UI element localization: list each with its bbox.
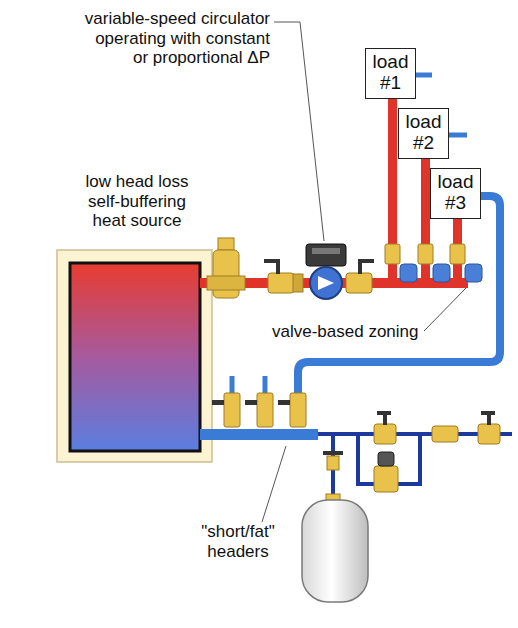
makeup-valve (323, 451, 343, 455)
return-header (200, 429, 318, 440)
makeup-valve (323, 411, 500, 492)
air-separator (218, 238, 234, 250)
return-valve (290, 393, 306, 427)
circulator (293, 244, 346, 299)
makeup-valve (478, 424, 500, 444)
header-stub (263, 376, 268, 395)
circulator (318, 276, 334, 290)
load-label: load #1 (372, 52, 409, 93)
makeup-valve (383, 415, 387, 425)
load-box: load #1 (365, 48, 416, 99)
isolation-valve (276, 262, 280, 274)
zone-valve (385, 244, 400, 264)
return-valve (212, 393, 306, 427)
return-valve (212, 400, 224, 405)
makeup-valve (374, 424, 396, 444)
heat-source (70, 263, 200, 451)
isolation-valve (346, 273, 372, 293)
load-box: load #2 (398, 108, 449, 159)
makeup-valve (432, 426, 458, 442)
return-valve (224, 393, 240, 427)
heat-source (57, 250, 212, 462)
return-valve (278, 400, 290, 405)
heat-source-label: low head loss self-buffering heat source (77, 172, 197, 231)
load-label: load #2 (405, 112, 442, 153)
circulator (293, 274, 303, 292)
return-pipe (298, 196, 500, 400)
return-valve (245, 400, 257, 405)
makeup-valve (374, 466, 398, 492)
circulator-callout: variable-speed circulator operating with… (78, 9, 270, 68)
zone-valve (385, 244, 482, 282)
makeup-valve (481, 411, 495, 415)
header-callout: "short/fat" headers (196, 522, 280, 561)
zone-valve (465, 264, 482, 282)
header-stub (232, 376, 265, 395)
zone-valve (433, 264, 450, 282)
leader-line (262, 446, 286, 522)
circulator (306, 244, 346, 266)
isolation-valve (358, 259, 374, 263)
load-box: load #3 (430, 168, 481, 219)
isolation-valve (264, 259, 280, 263)
makeup-valve (378, 452, 394, 466)
expansion-tank (302, 494, 368, 602)
zone-valve (450, 244, 465, 264)
air-separator (207, 238, 245, 298)
makeup-valve (487, 415, 491, 425)
load-label: load #3 (437, 172, 474, 213)
heat-source (57, 250, 212, 462)
header-stub (230, 376, 235, 395)
isolation-valve (358, 262, 362, 274)
leader-line (262, 22, 466, 522)
makeup-valve (377, 411, 391, 415)
return-valve (257, 393, 273, 427)
air-separator (213, 250, 239, 298)
isolation-valve (268, 273, 294, 293)
zone-valve (400, 264, 417, 282)
air-separator (207, 276, 245, 290)
expansion-tank (302, 500, 368, 602)
zoning-callout: valve-based zoning (272, 322, 422, 342)
leader-line (274, 22, 324, 241)
zone-valve (418, 244, 433, 264)
leader-line (424, 288, 466, 331)
circulator (310, 267, 342, 299)
makeup-valve (327, 456, 339, 470)
circulator (312, 248, 340, 254)
